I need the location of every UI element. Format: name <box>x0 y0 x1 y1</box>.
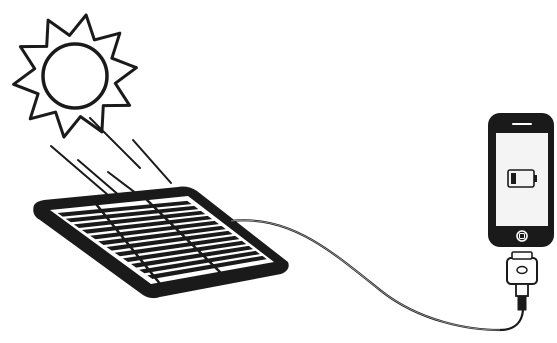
ray-line <box>133 140 171 183</box>
connector-logo <box>517 267 527 274</box>
sun-icon <box>14 15 137 137</box>
ray-line <box>90 118 140 168</box>
connector-tip <box>512 252 532 259</box>
dock-connector <box>507 252 537 310</box>
sun-rays-outline <box>14 15 137 137</box>
phone-screen <box>496 133 548 226</box>
sun-disc <box>43 44 107 108</box>
smartphone <box>488 113 554 247</box>
battery-charge <box>511 173 516 184</box>
battery-terminal <box>534 175 537 182</box>
connector-strain-relief <box>518 296 526 310</box>
solar-panel <box>33 187 288 299</box>
connector-neck <box>516 284 528 296</box>
ray-line <box>51 146 108 195</box>
